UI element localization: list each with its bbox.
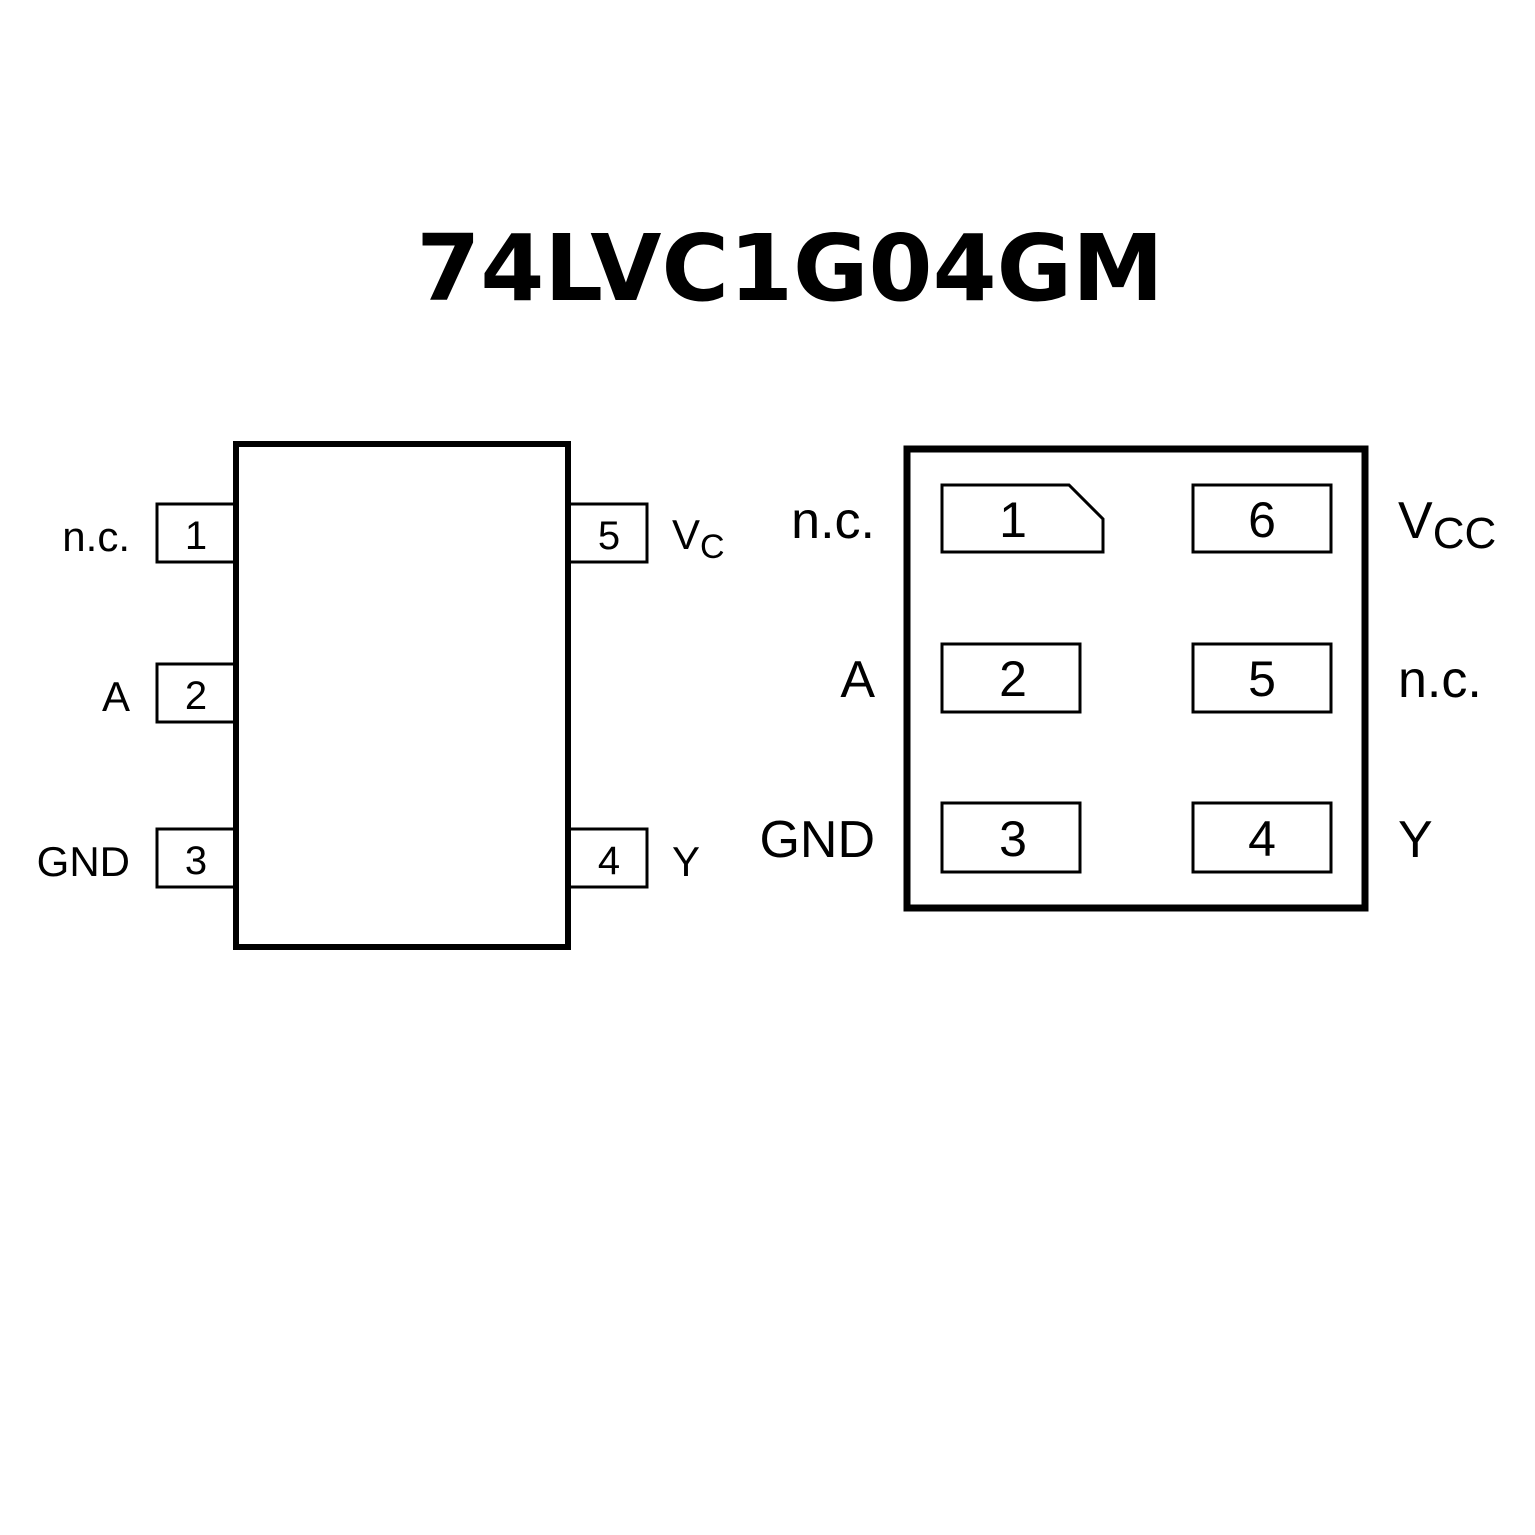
right-pin-2-number: 2 xyxy=(999,651,1027,707)
right-pin-4-number: 4 xyxy=(1248,811,1276,867)
left-pin-4-signal: Y xyxy=(672,838,700,885)
right-pin-6-number: 6 xyxy=(1248,492,1276,548)
right-pin-3-pad xyxy=(940,801,1082,874)
right-pin-1-signal: n.c. xyxy=(791,492,875,550)
left-pin-1-signal: n.c. xyxy=(62,513,130,560)
right-pin-5-number: 5 xyxy=(1248,651,1276,707)
left-pin-1-pad xyxy=(155,502,237,564)
left-pin-2-pad xyxy=(155,662,237,724)
left-pin-5-signal: VC xyxy=(672,511,725,566)
right-pin-1-pad xyxy=(940,483,1105,554)
left-pin-5-signal-sub: C xyxy=(700,528,725,566)
left-pin-3-number: 3 xyxy=(185,839,207,883)
right-pin-6-signal: VCC xyxy=(1398,492,1496,558)
left-package: 1 2 3 4 5 n.c. A GND Y VC xyxy=(37,441,725,950)
left-pin-4-number: 4 xyxy=(598,839,620,883)
left-pin-1-number: 1 xyxy=(185,514,207,558)
left-pin-5-number: 5 xyxy=(598,514,620,558)
left-pin-2-signal: A xyxy=(102,673,130,720)
left-pin-4-pad xyxy=(565,827,649,889)
right-pin-3-signal: GND xyxy=(759,811,875,869)
right-pin-6-signal-main: V xyxy=(1398,492,1433,550)
right-pin-3-number: 3 xyxy=(999,811,1027,867)
right-pin-6-pad xyxy=(1191,483,1333,554)
left-pin-3-signal: GND xyxy=(37,838,130,885)
right-package: 1 2 3 4 5 6 n.c. A GND Y n.c. VCC xyxy=(759,445,1496,912)
left-pin-5-signal-main: V xyxy=(672,511,700,558)
right-pin-4-pad xyxy=(1191,801,1333,874)
left-pin-2-number: 2 xyxy=(185,674,207,718)
right-pin-1-number: 1 xyxy=(999,492,1027,548)
right-pin-5-pad xyxy=(1191,642,1333,714)
diagram-title: 74LVC1G04GM xyxy=(416,215,1163,322)
left-pin-3-pad xyxy=(155,827,237,889)
right-pin-4-signal: Y xyxy=(1398,811,1433,869)
right-pin-6-signal-sub: CC xyxy=(1433,509,1497,558)
right-pin-2-pad xyxy=(940,642,1082,714)
right-pin-5-signal: n.c. xyxy=(1398,651,1482,709)
left-pin-5-pad xyxy=(565,502,649,564)
left-package-body xyxy=(233,441,571,950)
right-pin-2-signal: A xyxy=(840,651,875,709)
